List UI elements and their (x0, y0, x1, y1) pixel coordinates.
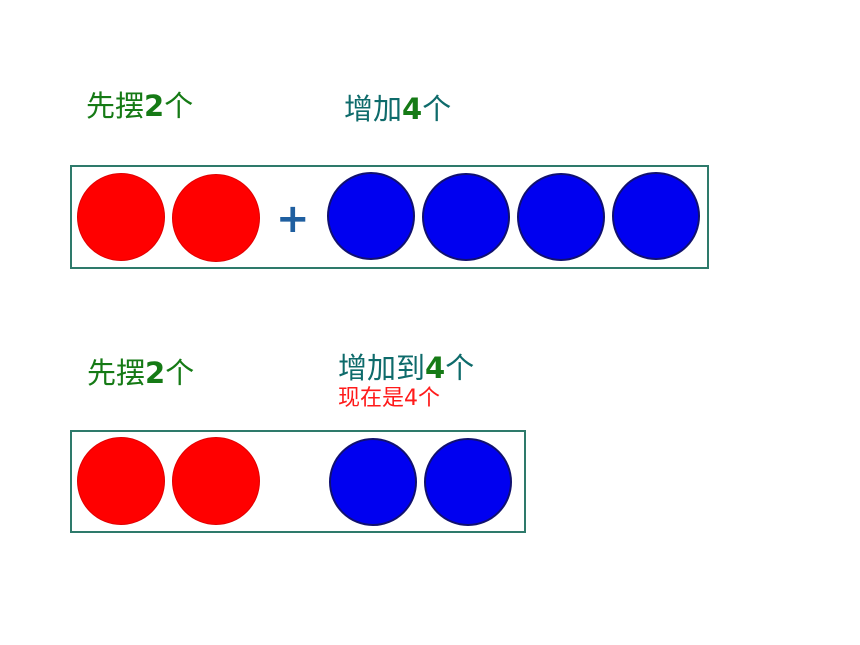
blue-counter (424, 438, 512, 526)
blue-counter (327, 172, 415, 260)
plus-sign: + (276, 196, 310, 242)
row2-right-label: 增加到4个 (338, 351, 475, 385)
blue-counter (517, 173, 605, 261)
blue-counter (612, 172, 700, 260)
blue-counter (422, 173, 510, 261)
blue-counter (329, 438, 417, 526)
row1-right-label: 增加4个 (344, 92, 452, 126)
red-counter (172, 437, 260, 525)
red-counter (77, 173, 165, 261)
row1-left-label: 先摆2个 (86, 89, 194, 123)
row2-note: 现在是4个 (338, 386, 441, 411)
red-counter (172, 174, 260, 262)
red-counter (77, 437, 165, 525)
row2-left-label: 先摆2个 (87, 356, 195, 390)
